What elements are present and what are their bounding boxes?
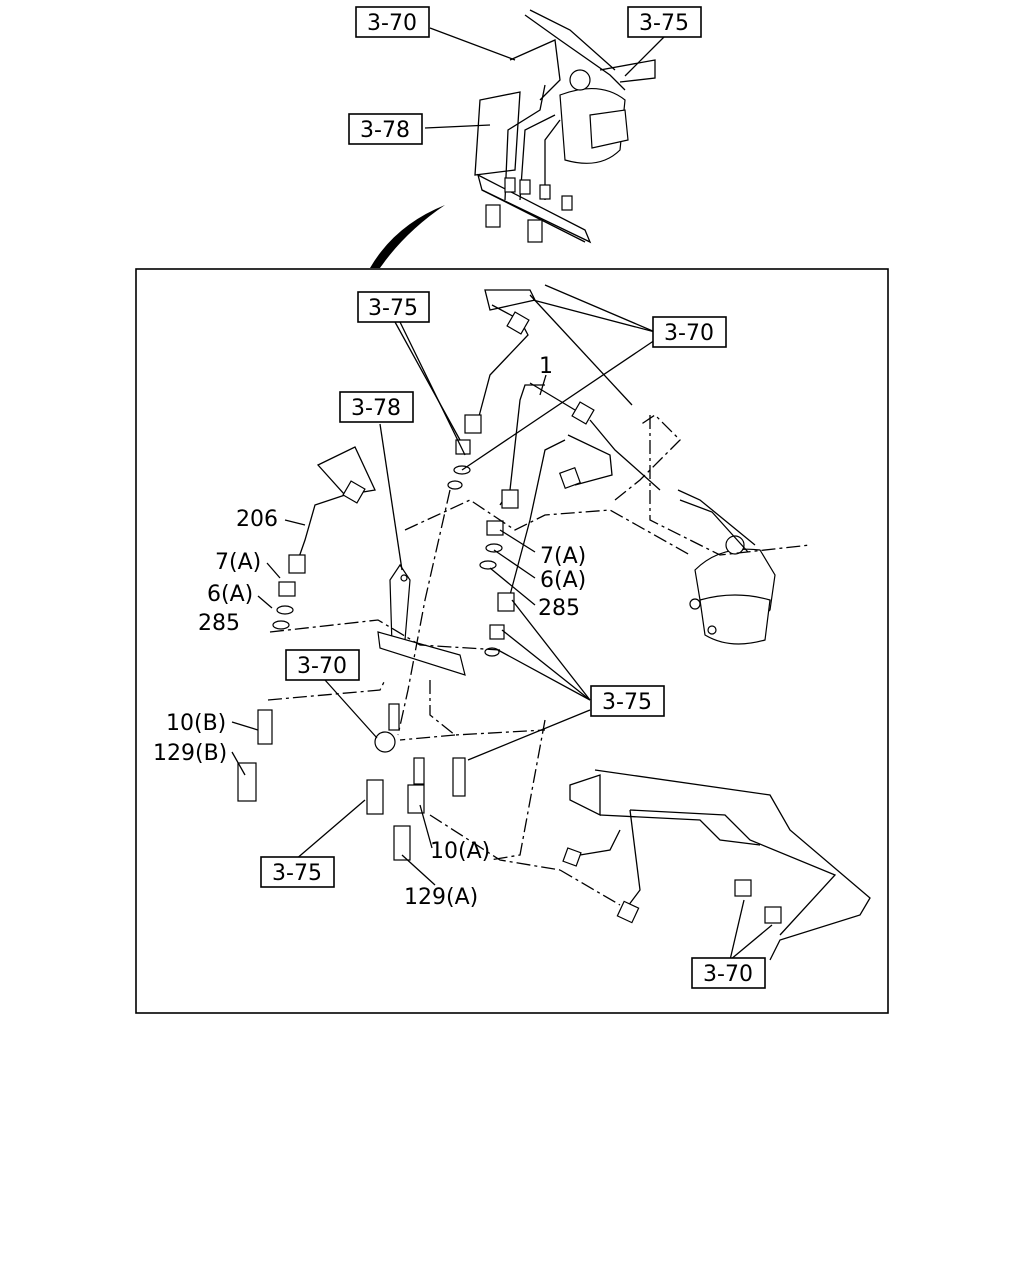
svg-text:3-78: 3-78 xyxy=(351,396,401,421)
ref-3-75-top: 3-75 xyxy=(627,6,702,38)
ref-3-78-top: 3-78 xyxy=(348,113,423,145)
overview-assembly xyxy=(474,9,656,244)
part-label-1: 1 xyxy=(539,354,553,379)
svg-text:3-70: 3-70 xyxy=(297,654,347,679)
part-label-6a-left: 6(A) xyxy=(207,582,253,607)
detail-bracket xyxy=(377,563,466,676)
svg-text:3-75: 3-75 xyxy=(639,11,689,36)
ref-3-75-a: 3-75 xyxy=(357,291,430,323)
ref-3-70-a: 3-70 xyxy=(652,316,727,348)
detail-frame xyxy=(135,268,889,1014)
part-label-7a-right: 7(A) xyxy=(540,544,586,569)
center-lines xyxy=(267,414,811,906)
ref-3-75-c: 3-75 xyxy=(260,856,335,888)
detail-pipes xyxy=(288,289,871,961)
detail-hardware xyxy=(272,439,505,657)
detail-fittings xyxy=(237,703,466,861)
part-label-6a-right: 6(A) xyxy=(540,568,586,593)
part-label-10b: 10(B) xyxy=(166,711,226,736)
part-label-129b: 129(B) xyxy=(153,741,227,766)
leader-lines xyxy=(231,284,773,961)
svg-text:3-75: 3-75 xyxy=(602,690,652,715)
ref-3-70-top: 3-70 xyxy=(355,6,430,38)
part-label-285-left: 285 xyxy=(198,611,240,636)
part-label-7a-left: 7(A) xyxy=(215,550,261,575)
ref-3-75-b: 3-75 xyxy=(590,685,665,717)
part-label-285-right: 285 xyxy=(538,596,580,621)
part-label-10a: 10(A) xyxy=(430,839,490,864)
part-label-206: 206 xyxy=(236,507,278,532)
svg-text:3-75: 3-75 xyxy=(272,861,322,886)
ref-3-70-b: 3-70 xyxy=(285,649,360,681)
ref-3-70-c: 3-70 xyxy=(691,957,766,989)
detail-pointer-arrow xyxy=(370,205,445,268)
ref-3-78-a: 3-78 xyxy=(339,391,414,423)
svg-text:3-70: 3-70 xyxy=(367,11,417,36)
svg-text:3-70: 3-70 xyxy=(664,321,714,346)
svg-text:3-70: 3-70 xyxy=(703,962,753,987)
part-label-129a: 129(A) xyxy=(404,885,478,910)
svg-text:3-75: 3-75 xyxy=(368,296,418,321)
svg-text:3-78: 3-78 xyxy=(360,118,410,143)
detail-pump-assembly xyxy=(677,489,776,645)
